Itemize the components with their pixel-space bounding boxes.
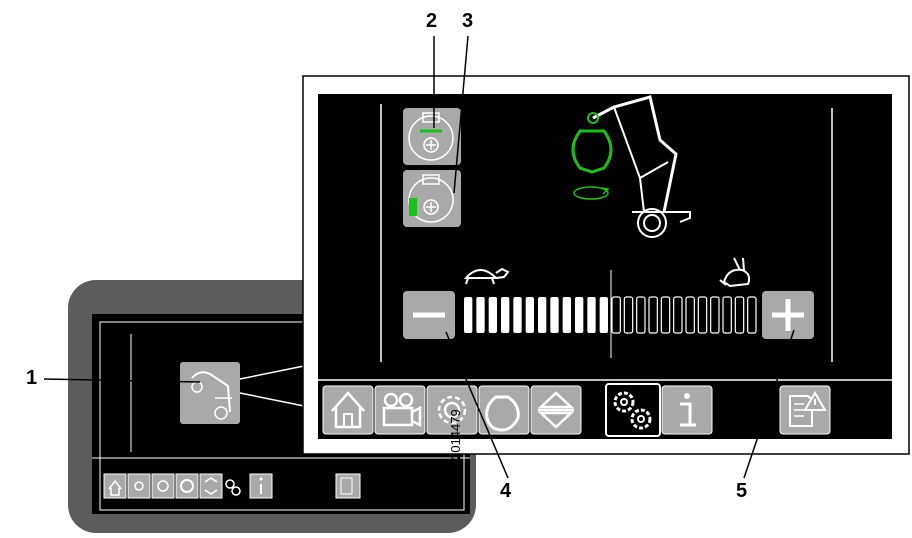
speed-segment-empty: [648, 296, 658, 334]
speed-segment-filled: [476, 297, 485, 333]
boom-rotation-button[interactable]: [403, 170, 461, 227]
speed-segment-empty: [734, 296, 745, 334]
speed-segment-filled: [587, 297, 596, 333]
speed-segment-empty: [660, 296, 671, 334]
tab-info[interactable]: [661, 385, 713, 435]
speed-segment-empty: [636, 296, 646, 334]
speed-segment-empty: [747, 296, 757, 334]
overview-tab-bar: [103, 473, 361, 499]
increase-speed-button[interactable]: [762, 291, 814, 339]
overview-crane-button[interactable]: [180, 362, 240, 424]
up-down-arrows-icon: [537, 391, 575, 429]
speed-segment-filled: [488, 297, 497, 333]
speed-segment-empty: [685, 296, 695, 334]
callout-label-1: 1: [26, 367, 38, 389]
tab-up-down[interactable]: [530, 385, 582, 435]
engine-gear-icon: [437, 395, 467, 425]
speed-segment-empty: [673, 296, 683, 334]
speed-segment-filled: [525, 297, 534, 333]
warning-log-icon: [789, 391, 827, 427]
tab-home[interactable]: [322, 385, 374, 435]
speed-segment-filled: [464, 297, 473, 333]
speed-segment-empty: [611, 296, 621, 334]
speed-segment-filled: [501, 297, 510, 333]
callout-leaders: [43, 35, 795, 479]
speed-segment-empty: [710, 296, 720, 334]
settings-gears-icon: [613, 391, 652, 430]
decrease-speed-button[interactable]: [403, 291, 455, 339]
figure-code: G2014479: [448, 409, 463, 470]
callout-label-4: 4: [500, 480, 512, 502]
tab-bar: [322, 383, 831, 437]
speed-segment-filled: [575, 297, 584, 333]
home-icon: [331, 391, 365, 429]
tab-engine[interactable]: [426, 385, 478, 435]
speed-segment-empty: [623, 296, 634, 334]
speed-segment-filled: [513, 297, 522, 333]
rabbit-icon: [719, 257, 751, 288]
speed-segment-empty: [722, 296, 732, 334]
speed-segment-filled: [538, 297, 547, 333]
speed-segment-bar: [464, 296, 757, 334]
speed-segment-filled: [562, 297, 571, 333]
detail-display: [302, 75, 910, 455]
tab-camera[interactable]: [374, 385, 426, 435]
boom-tip-button[interactable]: [403, 108, 461, 165]
crane-illustration: [571, 95, 691, 238]
ring-icon: [485, 395, 520, 432]
callout-label-5: 5: [736, 480, 748, 502]
turtle-icon: [463, 267, 510, 285]
callout-label-2: 2: [426, 10, 438, 32]
speed-segment-empty: [697, 296, 708, 334]
camera-icon: [382, 392, 422, 428]
info-icon: [680, 393, 696, 427]
speed-segment-filled: [550, 297, 559, 333]
tab-warnings[interactable]: [779, 385, 831, 435]
tab-settings[interactable]: [605, 383, 661, 437]
speed-segment-filled: [599, 297, 608, 333]
callout-label-3: 3: [462, 10, 474, 32]
